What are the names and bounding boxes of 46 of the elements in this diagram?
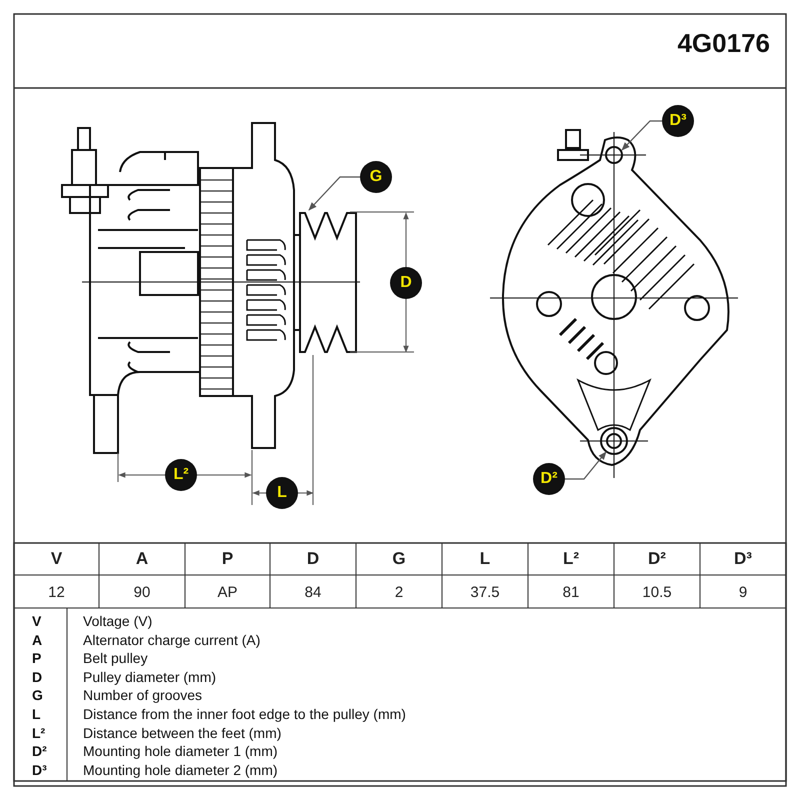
table-cell-text: 90 <box>132 582 152 602</box>
column-header: D <box>306 548 320 570</box>
leader-line <box>308 176 360 211</box>
definition: Voltage (V) <box>83 613 152 630</box>
definition: Number of grooves <box>83 687 202 704</box>
column-header: A <box>134 548 150 570</box>
definition: Mounting hole diameter 2 (mm) <box>83 762 278 779</box>
table-cell-text: 12 <box>47 582 66 602</box>
table-cell-text: 9 <box>738 582 748 602</box>
callout-label: D <box>390 267 422 299</box>
callout-label: L² <box>165 459 197 491</box>
table-cell-text: 84 <box>304 582 322 602</box>
column-header: P <box>220 548 234 570</box>
callout-label: L <box>266 477 298 509</box>
abbreviation: L² <box>32 724 46 742</box>
leader-line <box>565 451 607 480</box>
abbreviation: A <box>32 632 42 649</box>
abbreviation: D³ <box>32 762 47 779</box>
table-cell-text: 2 <box>394 582 404 602</box>
table-cell-text: 37.5 <box>469 582 501 602</box>
abbreviation: V <box>32 613 42 630</box>
abbreviation: G <box>32 687 43 704</box>
definition: Alternator charge current (A) <box>83 632 260 649</box>
definition: Mounting hole diameter 1 (mm) <box>83 743 278 760</box>
column-header: D³ <box>733 548 753 570</box>
abbreviation: L <box>32 706 41 723</box>
table-cell-text: 10.5 <box>641 582 673 602</box>
definition: Pulley diameter (mm) <box>83 668 216 686</box>
column-header: L² <box>562 548 580 570</box>
callout-label: D² <box>533 463 565 495</box>
table-cell-text: 81 <box>562 582 580 602</box>
definition: Distance between the feet (mm) <box>83 724 282 742</box>
column-header: V <box>50 548 64 570</box>
definition: Distance from the inner foot edge to the pulley (mm) <box>83 706 406 723</box>
abbreviation: D <box>32 668 42 686</box>
column-header: L <box>478 548 492 570</box>
abbreviation: D² <box>32 743 47 760</box>
abbreviation: P <box>32 650 42 668</box>
column-header: G <box>391 548 407 570</box>
column-header: D² <box>647 548 667 570</box>
part-number: 4G0176 <box>677 28 770 59</box>
table-cell-text: AP <box>216 582 238 602</box>
leader-line <box>621 120 662 151</box>
callout-label: G <box>360 161 392 193</box>
definition: Belt pulley <box>83 650 148 668</box>
callout-label: D³ <box>662 105 694 137</box>
